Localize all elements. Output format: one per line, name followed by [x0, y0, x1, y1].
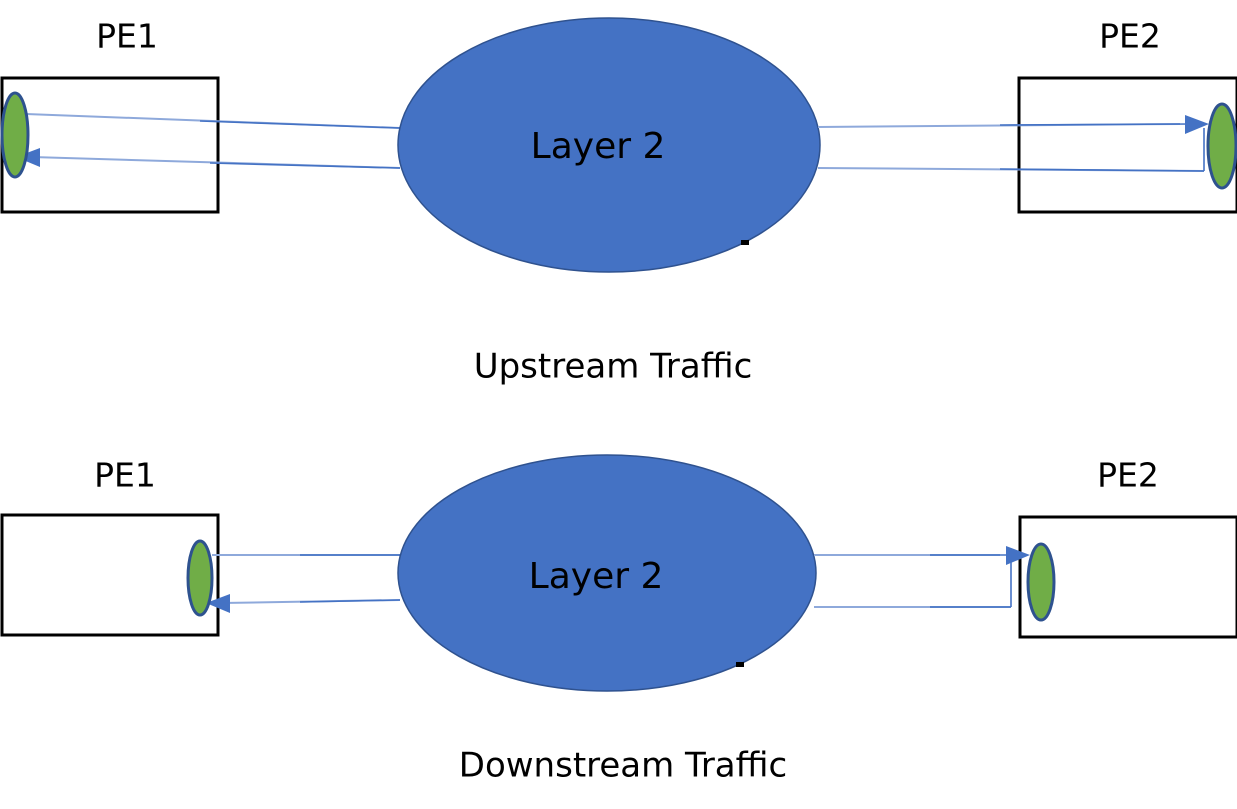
- upstream-pe1-box[interactable]: [0, 76, 220, 214]
- downstream-link-cloud-to-pe1-tail: [299, 599, 401, 603]
- upstream-pe2-port-ellipse[interactable]: [1206, 102, 1237, 190]
- downstream-pe1-box[interactable]: [0, 513, 220, 637]
- upstream-cloud-shape[interactable]: [397, 17, 821, 273]
- upstream-pe2-label: PE2: [1099, 17, 1161, 56]
- downstream-pe1-port-ellipse[interactable]: [186, 539, 214, 617]
- downstream-pe2-port-ellipse[interactable]: [1026, 542, 1056, 622]
- upstream-link-pe2-to-cloud-tail: [999, 168, 1205, 172]
- downstream-pe2-label: PE2: [1097, 456, 1159, 495]
- upstream-cloud-tick-mark: [741, 240, 749, 245]
- upstream-arrowhead-into-pe1: [16, 148, 40, 167]
- upstream-cloud-label: Layer 2: [531, 126, 666, 167]
- downstream-cloud-tick-mark: [736, 662, 744, 667]
- downstream-cloud-label: Layer 2: [529, 556, 664, 597]
- downstream-diagram: PE1 PE2 Layer 2: [0, 454, 1237, 786]
- upstream-link-pe1-to-cloud-tail: [199, 120, 401, 129]
- downstream-caption: Downstream Traffic: [459, 746, 787, 786]
- downstream-pe1-label: PE1: [94, 456, 156, 495]
- upstream-arrowhead-into-pe2: [1185, 115, 1209, 134]
- upstream-diagram: PE1 PE2 Layer 2: [0, 17, 1237, 387]
- upstream-pe2-box[interactable]: [1017, 76, 1237, 214]
- downstream-pe2-box[interactable]: [1018, 515, 1237, 639]
- downstream-arrowhead-into-pe1: [206, 594, 230, 613]
- upstream-caption: Upstream Traffic: [474, 347, 753, 387]
- downstream-arrowhead-into-pe2: [1006, 546, 1030, 565]
- upstream-link-cloud-to-pe1-tail: [209, 162, 401, 169]
- upstream-pe1-port-ellipse[interactable]: [0, 91, 30, 179]
- upstream-pe1-label: PE1: [96, 17, 158, 56]
- downstream-cloud-shape[interactable]: [397, 454, 817, 692]
- upstream-link-cloud-to-pe2-tail: [999, 123, 1193, 126]
